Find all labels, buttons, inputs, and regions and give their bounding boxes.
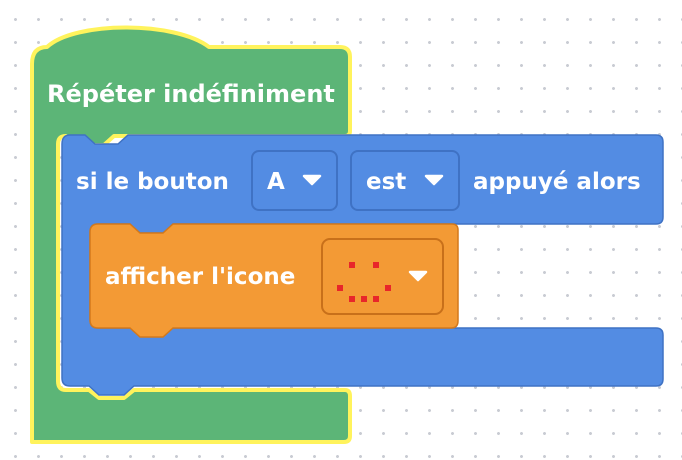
button-dropdown[interactable]: A [251, 150, 338, 211]
if-block-label-suffix: appuyé alors [473, 169, 641, 195]
icon-picker-frame[interactable] [321, 238, 444, 315]
chevron-down-icon [408, 270, 428, 282]
button-dropdown-value: A [267, 169, 285, 195]
smiley-face-icon [337, 262, 391, 302]
state-dropdown-frame[interactable] [350, 150, 460, 211]
show-icon-block-label: afficher l'icone [105, 264, 295, 290]
forever-block[interactable]: Répéter indéfiniment [30, 25, 352, 444]
forever-block-label: Répéter indéfiniment [47, 80, 335, 108]
chevron-down-icon [302, 174, 322, 186]
if-button-pressed-block[interactable]: si le bouton A est appuyé alors [61, 134, 664, 396]
show-icon-block[interactable]: afficher l'icone [89, 223, 459, 338]
forever-block-shape[interactable] [30, 25, 352, 444]
chevron-down-icon [424, 174, 444, 186]
icon-picker-dropdown[interactable] [321, 238, 444, 315]
if-block-label-prefix: si le bouton [76, 169, 229, 195]
state-dropdown[interactable]: est [350, 150, 460, 211]
state-dropdown-value: est [366, 169, 406, 195]
button-dropdown-frame[interactable] [251, 150, 338, 211]
